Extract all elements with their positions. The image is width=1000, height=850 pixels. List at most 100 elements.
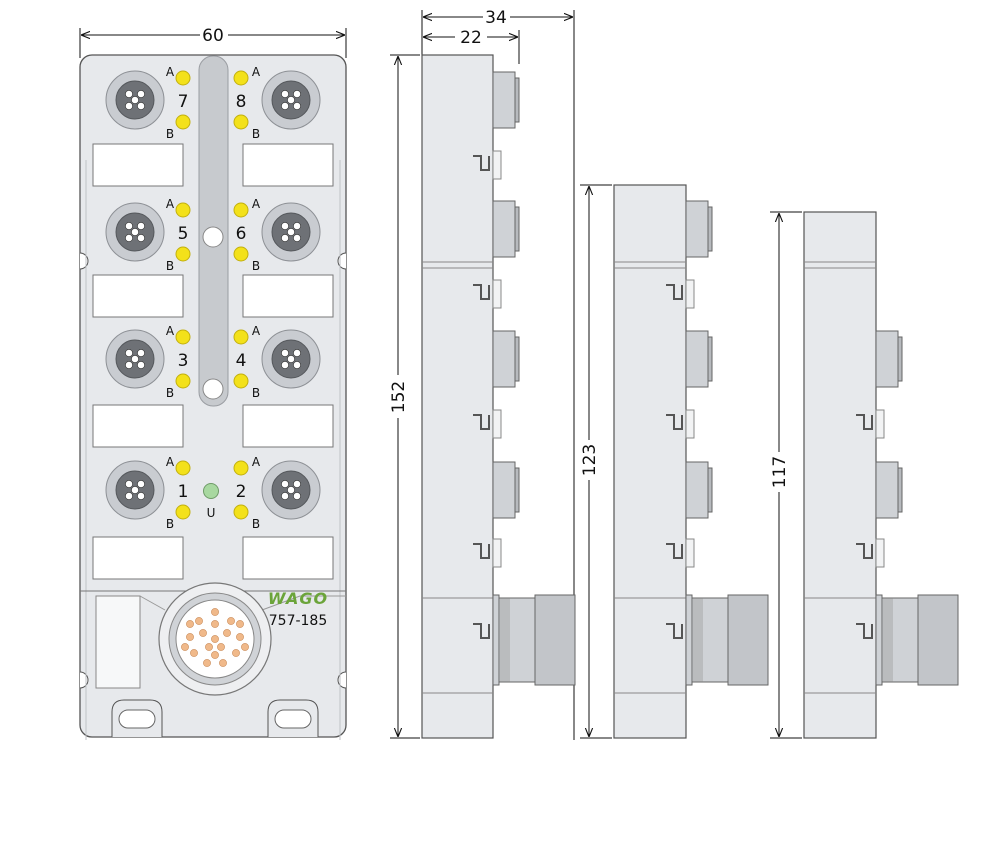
led-indicator-icon <box>175 246 191 262</box>
label-field <box>242 404 334 448</box>
led-b-label: B <box>166 127 174 141</box>
latch-icon <box>473 409 502 439</box>
led-a-label: A <box>252 197 261 211</box>
led-a-label: A <box>166 197 175 211</box>
dimension-height: 117 <box>770 211 802 739</box>
latch-icon <box>666 409 695 439</box>
side-connector-icon <box>492 200 520 258</box>
latch-icon <box>856 409 885 439</box>
led-indicator-icon <box>233 246 249 262</box>
round-socket-icon <box>105 329 165 389</box>
brand-logo: WAGO <box>268 589 328 608</box>
channel-number: 1 <box>178 482 189 502</box>
main-connector-side <box>685 594 769 686</box>
main-connector-side <box>492 594 576 686</box>
side-connector-icon <box>875 461 903 519</box>
side-connector-icon <box>685 461 713 519</box>
led-b-label: B <box>252 127 260 141</box>
side-connector-icon <box>875 330 903 388</box>
round-socket-icon <box>261 202 321 262</box>
latch-icon <box>473 279 502 309</box>
side-view-123: 123 <box>580 184 769 739</box>
dim-height-123: 123 <box>580 444 600 476</box>
latch-icon <box>666 279 695 309</box>
dimension-width: 60 <box>79 26 347 58</box>
latch-icon <box>473 538 502 568</box>
led-indicator-icon <box>175 373 191 389</box>
led-indicator-icon <box>175 504 191 520</box>
led-b-label: B <box>252 259 260 273</box>
latch-icon <box>856 538 885 568</box>
side-connector-icon <box>492 330 520 388</box>
side-view-152: 34 22 152 <box>389 8 576 740</box>
label-field <box>92 274 184 318</box>
led-a-label: A <box>166 455 175 469</box>
led-indicator-icon <box>233 70 249 86</box>
led-b-label: B <box>252 386 260 400</box>
led-indicator-icon <box>233 329 249 345</box>
led-indicator-icon <box>175 329 191 345</box>
led-indicator-icon <box>233 460 249 476</box>
led-indicator-icon <box>233 202 249 218</box>
mounting-slot <box>267 699 319 737</box>
led-a-label: A <box>166 324 175 338</box>
wago-logo: WAGO <box>268 589 328 608</box>
side-connector-icon <box>492 71 520 129</box>
side-housing <box>421 54 494 739</box>
led-a-label: A <box>252 65 261 79</box>
led-indicator-icon <box>175 202 191 218</box>
led-b-label: B <box>252 517 260 531</box>
dim-depth-body: 22 <box>460 28 482 48</box>
latch-icon <box>473 150 502 180</box>
led-indicator-icon <box>233 504 249 520</box>
dimension-height: 123 <box>580 184 612 739</box>
led-indicator-icon <box>233 114 249 130</box>
label-field <box>92 536 184 580</box>
label-field <box>92 404 184 448</box>
led-b-label: B <box>166 386 174 400</box>
channel-number: 8 <box>236 92 247 112</box>
led-a-label: A <box>166 65 175 79</box>
led-indicator-icon <box>175 114 191 130</box>
round-socket-icon <box>261 460 321 520</box>
channel-number: 5 <box>178 224 189 244</box>
model-number: 757-185 <box>269 613 328 629</box>
led-a-label: A <box>252 455 261 469</box>
dim-depth-total: 34 <box>485 8 507 28</box>
round-socket-icon <box>261 70 321 130</box>
side-connector-icon <box>492 461 520 519</box>
mounting-hole <box>202 226 224 248</box>
dim-width-label: 60 <box>202 26 224 46</box>
round-socket-icon <box>261 329 321 389</box>
side-housing <box>803 211 877 739</box>
led-indicator-icon <box>233 373 249 389</box>
label-field <box>242 536 334 580</box>
label-field <box>242 143 334 187</box>
side-connector-icon <box>685 330 713 388</box>
channel-number: 6 <box>236 224 247 244</box>
led-b-label: B <box>166 259 174 273</box>
round-socket-icon <box>105 70 165 130</box>
mounting-slot <box>111 699 163 737</box>
led-a-label: A <box>252 324 261 338</box>
round-socket-icon <box>105 202 165 262</box>
label-field <box>242 274 334 318</box>
multipin-connector-icon <box>158 582 272 696</box>
dim-height-152: 152 <box>389 381 409 413</box>
dim-height-117: 117 <box>770 456 790 488</box>
label-field <box>92 143 184 187</box>
side-connector-icon <box>685 200 713 258</box>
round-socket-icon <box>105 460 165 520</box>
channel-number: 3 <box>178 351 189 371</box>
status-led-label: U <box>207 506 216 520</box>
led-b-label: B <box>166 517 174 531</box>
channel-number: 7 <box>178 92 189 112</box>
led-indicator-icon <box>175 70 191 86</box>
latch-icon <box>666 538 695 568</box>
dimension-height: 152 <box>389 54 420 739</box>
label-slot <box>95 595 141 689</box>
mounting-hole <box>202 378 224 400</box>
led-indicator-icon <box>175 460 191 476</box>
